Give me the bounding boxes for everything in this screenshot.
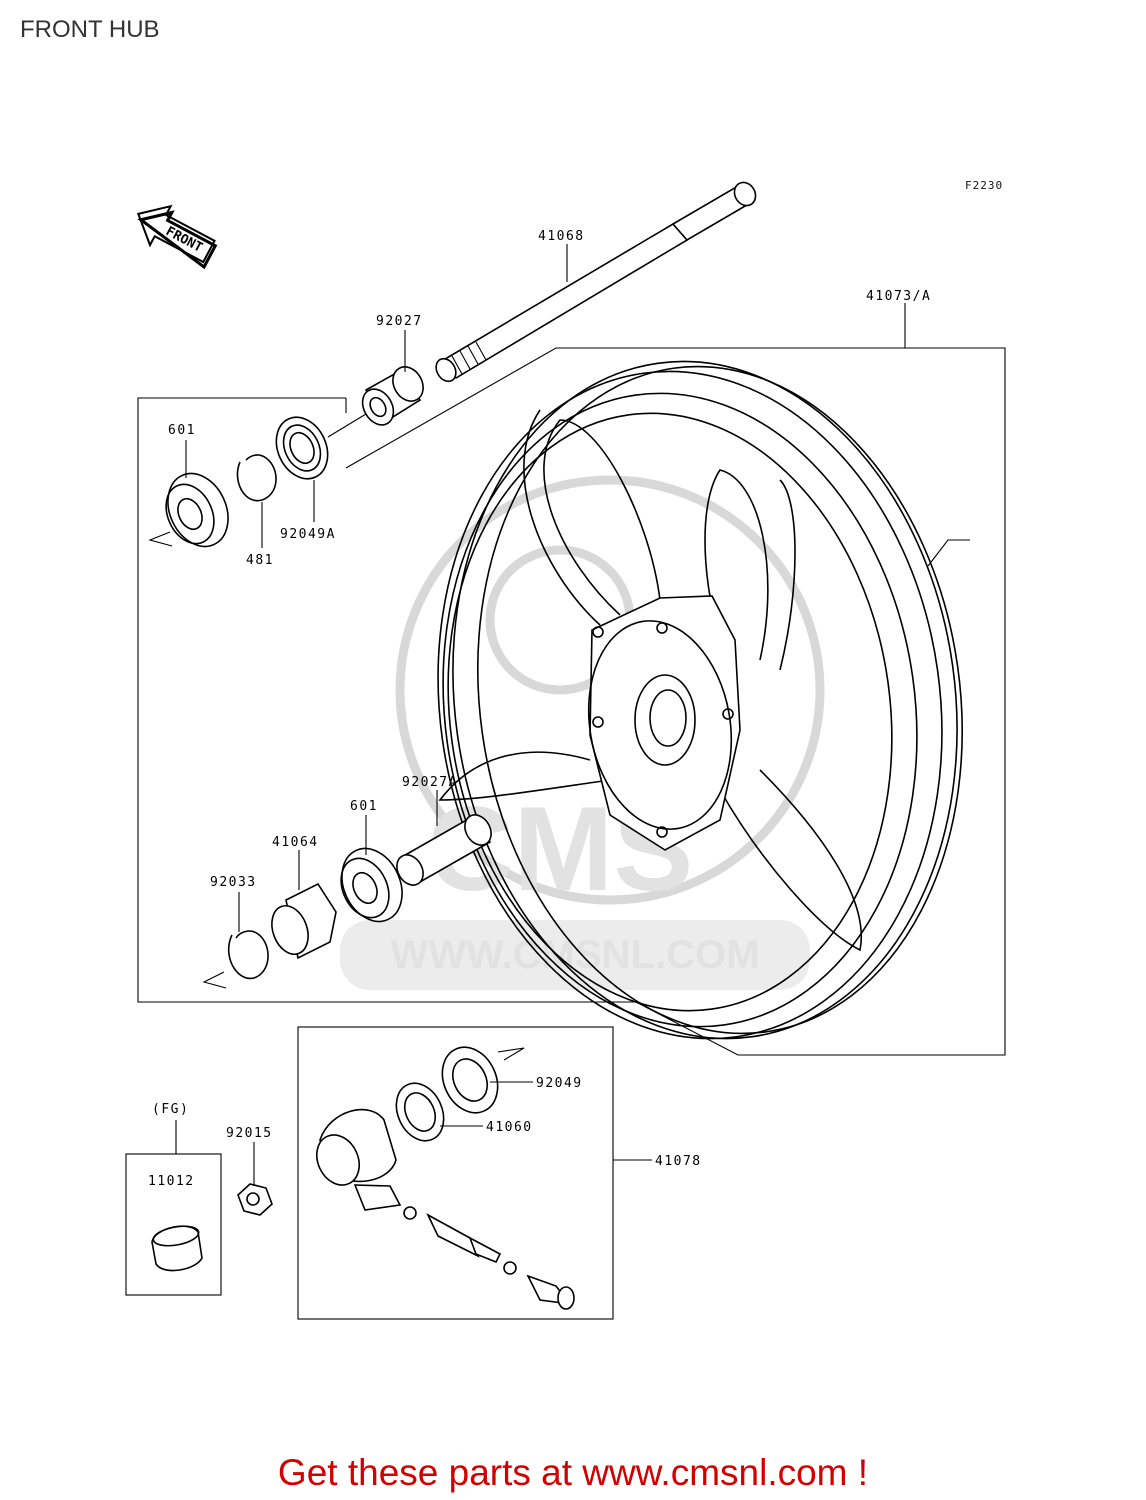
label-92015: 92015 (226, 1126, 273, 1141)
label-92049a: 92049A (280, 527, 336, 542)
label-92027: 92027 (376, 314, 423, 329)
collar-left (327, 366, 424, 438)
label-92027a: 92027A (402, 775, 458, 790)
leader-lines (175, 244, 906, 1186)
bearing-right (340, 847, 403, 923)
figure-code: F2230 (965, 179, 1004, 192)
label-41078: 41078 (655, 1154, 702, 1169)
collar-center (396, 814, 492, 886)
label-92033: 92033 (210, 875, 257, 890)
label-601-right: 601 (350, 799, 378, 814)
oil-seal-left (275, 416, 329, 480)
label-41064: 41064 (272, 835, 319, 850)
front-direction-arrow: FRONT (136, 204, 218, 270)
bearing-left (148, 472, 229, 548)
coupling (271, 882, 337, 960)
circlip-right (202, 930, 269, 989)
label-41060: 41060 (486, 1120, 533, 1135)
label-fg-note: (FG) (152, 1102, 189, 1117)
cmsnl-watermark: WWW.CMSNL.COM CMS (340, 475, 825, 990)
label-92049: 92049 (536, 1076, 583, 1091)
label-11012: 11012 (148, 1174, 195, 1189)
cap (151, 1225, 203, 1272)
front-wheel (437, 360, 970, 1040)
page-title: FRONT HUB (20, 16, 160, 43)
speedometer-gearbox-parts (316, 1046, 575, 1310)
assembly-outlines (125, 347, 1006, 1320)
part-labels: 41068 41073/A 92027 601 481 92049A 92027… (148, 229, 931, 1189)
label-601-left: 601 (168, 423, 196, 438)
front-axle (435, 181, 757, 383)
cta-link[interactable]: Get these parts at www.cmsnl.com ! (277, 1452, 869, 1493)
label-481: 481 (246, 553, 274, 568)
label-41073a: 41073/A (866, 289, 931, 304)
circlip-left (236, 454, 277, 502)
nut (237, 1183, 273, 1216)
label-41068: 41068 (538, 229, 585, 244)
